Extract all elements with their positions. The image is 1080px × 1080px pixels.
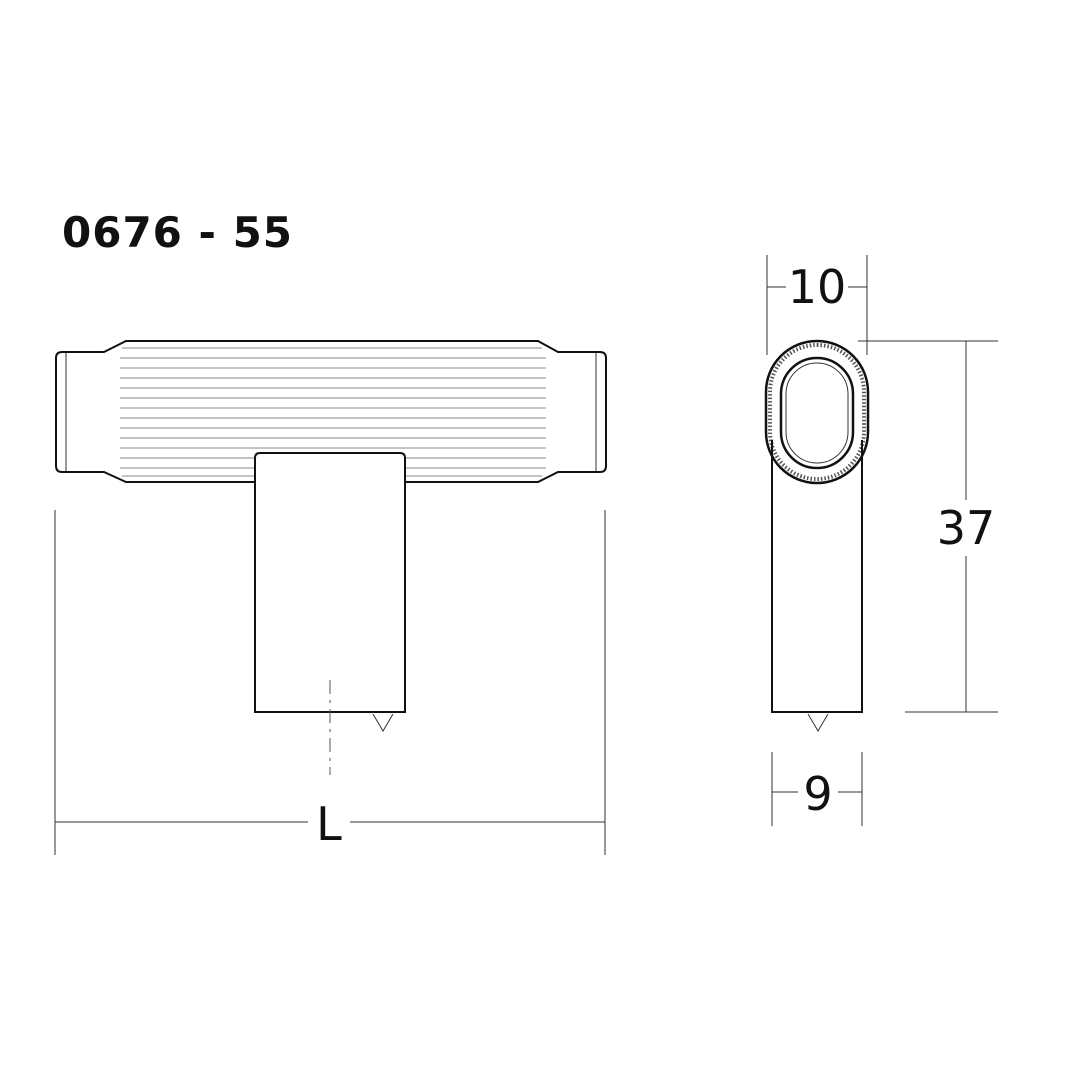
width-top-dimension: 10 [766,255,868,355]
side-stem [771,440,863,713]
height-label: 37 [937,501,996,555]
height-dimension: 37 [858,340,998,713]
width-base-label: 9 [803,767,832,821]
side-screw-tip [807,713,829,732]
product-code: 0676 - 55 [62,208,294,257]
length-label: L [316,797,342,851]
width-top-label: 10 [788,260,847,314]
side-view: 10 37 9 [764,255,998,826]
front-view: L [54,340,607,855]
screw-tip [372,713,394,732]
side-oval-knurl [768,343,866,481]
side-oval-inner [779,356,855,470]
width-base-dimension: 9 [771,752,863,826]
handle-bar-outline [55,340,607,483]
length-dimension: L [54,510,606,855]
side-oval-outer [764,339,870,485]
stem-outline [254,452,406,713]
side-oval-inner-ring [785,362,849,464]
